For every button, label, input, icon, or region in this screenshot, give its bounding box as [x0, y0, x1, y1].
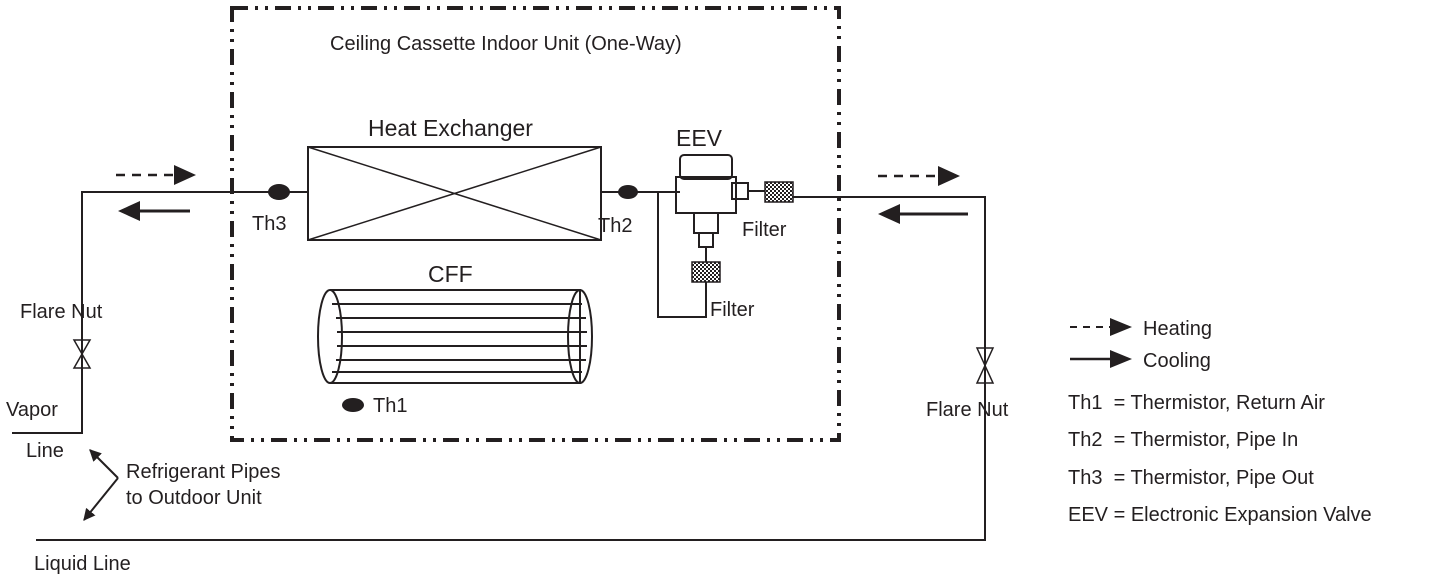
th3-label: Th3: [252, 213, 286, 235]
cooling-arrow-right: [878, 204, 968, 224]
th2-label: Th2: [598, 215, 632, 237]
th1-sensor: [342, 398, 364, 412]
cross-flow-fan: [317, 289, 593, 384]
eev-valve: [675, 154, 749, 248]
refrigerant-label-2: to Outdoor Unit: [126, 487, 262, 509]
vapor-line-pipe: [12, 191, 308, 434]
heat-exchanger: [307, 146, 602, 241]
refrigerant-callout-arrows: [83, 449, 119, 521]
cff-label: CFF: [428, 261, 473, 287]
legend-cooling-arrow: [1070, 350, 1132, 368]
th1-label: Th1: [373, 395, 407, 417]
th2-sensor: [618, 185, 638, 199]
indoor-unit-boundary: [230, 6, 841, 442]
heating-arrow-right: [878, 166, 960, 186]
filter-upper: [764, 181, 794, 203]
legend-th2: Th2 = Thermistor, Pipe In: [1068, 429, 1298, 451]
legend-heating-arrow: [1070, 318, 1132, 336]
unit-title: Ceiling Cassette Indoor Unit (One-Way): [330, 33, 682, 55]
eev-label: EEV: [676, 125, 723, 151]
filter-lower-label: Filter: [710, 299, 755, 321]
legend-eev: EEV = Electronic Expansion Valve: [1068, 504, 1372, 526]
line-label: Line: [26, 440, 64, 462]
legend-cooling: Cooling: [1143, 350, 1211, 372]
heat-exchanger-label: Heat Exchanger: [368, 115, 533, 141]
th3-sensor: [268, 184, 290, 200]
branch-pipe: [657, 192, 707, 318]
refrigerant-label-1: Refrigerant Pipes: [126, 461, 281, 483]
liquid-line-label: Liquid Line: [34, 553, 131, 575]
flare-nut-right: [975, 347, 995, 384]
flare-nut-right-label: Flare Nut: [926, 399, 1009, 421]
cooling-arrow-left: [118, 201, 190, 221]
legend: Heating Cooling Th1 = Thermistor, Return…: [1068, 318, 1372, 526]
legend-th3: Th3 = Thermistor, Pipe Out: [1068, 467, 1314, 489]
liquid-line-pipe: [36, 196, 986, 541]
vapor-label: Vapor: [6, 399, 58, 421]
filter-upper-label: Filter: [742, 219, 787, 241]
heating-arrow-left: [116, 165, 196, 185]
legend-heating: Heating: [1143, 318, 1212, 340]
flare-nut-left-label: Flare Nut: [20, 301, 103, 323]
legend-th1: Th1 = Thermistor, Return Air: [1068, 392, 1325, 414]
flare-nut-left: [72, 339, 92, 369]
filter-lower: [691, 261, 721, 283]
